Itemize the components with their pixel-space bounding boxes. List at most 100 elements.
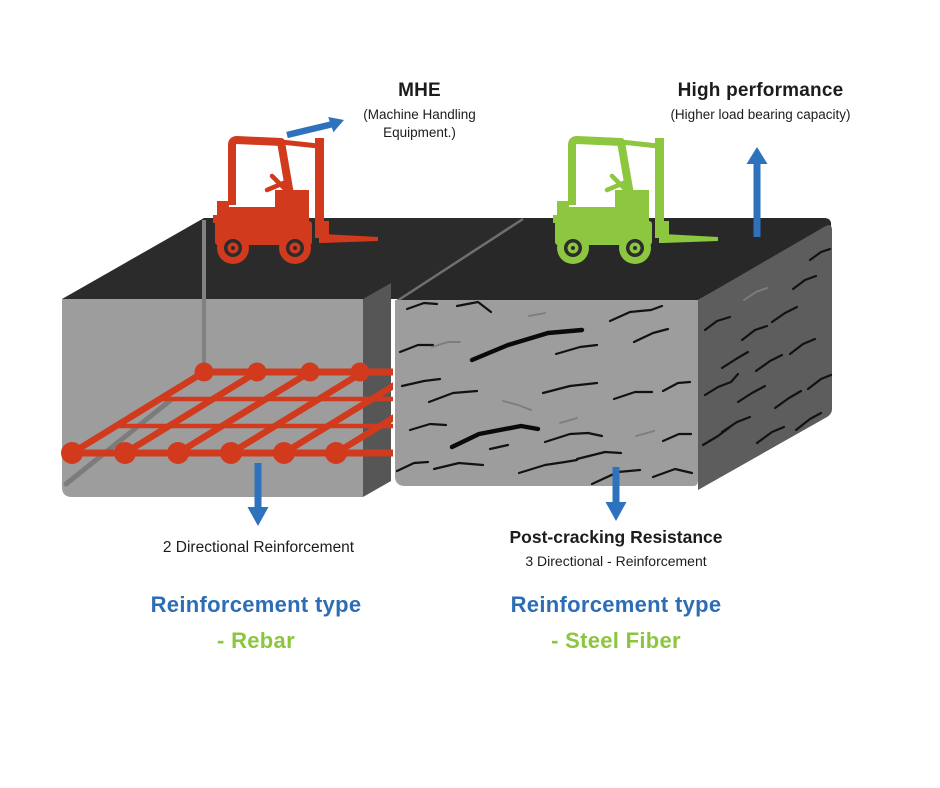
rebar-diagonal <box>280 382 393 457</box>
right-slab-side-face <box>698 225 832 491</box>
right-type-heading: Reinforcement type <box>510 592 722 617</box>
rebar-diagonal <box>68 368 208 457</box>
arrow-up-head <box>746 147 768 164</box>
left-slab-side-face <box>363 283 391 497</box>
left-reinforcement-type: Reinforcement type - Rebar <box>96 592 416 654</box>
forklift-steering <box>609 173 628 192</box>
fiber <box>808 247 832 262</box>
right-slab <box>395 217 833 491</box>
arrow-down-head <box>605 502 627 521</box>
steel-fibers-side <box>701 247 833 447</box>
fiber <box>773 389 803 410</box>
mhe-arrow <box>286 117 344 139</box>
fiber <box>559 417 578 424</box>
fiber <box>703 315 732 332</box>
rebar-node <box>350 362 370 382</box>
fiber <box>635 430 655 437</box>
fiber <box>661 380 692 393</box>
mhe-label: MHE (Machine Handling Equipment.) <box>337 80 502 142</box>
arrow-down-head <box>247 507 269 526</box>
rebar-node <box>273 442 295 464</box>
fiber <box>703 372 740 397</box>
rebar-diagonal <box>174 368 314 457</box>
forklift-carriage <box>664 221 669 237</box>
rebar-diagonal <box>332 414 393 457</box>
forklift-deck <box>229 207 279 223</box>
forklift-mast <box>315 138 324 238</box>
right-result-title: Post-cracking Resistance <box>509 527 723 547</box>
rebar-node <box>114 442 136 464</box>
fiber <box>806 373 833 391</box>
forklift-counterweight <box>553 215 561 223</box>
fiber <box>517 458 579 475</box>
forklift-mast <box>655 138 664 238</box>
high-performance-subtitle: (Higher load bearing capacity) <box>670 107 851 122</box>
fiber <box>431 341 461 348</box>
left-result-caption: 2 Directional Reinforcement <box>162 539 355 556</box>
right-result-arrow <box>605 467 627 521</box>
forklift-engine <box>275 190 309 223</box>
right-slab-top-face <box>397 218 832 300</box>
fiber <box>632 327 670 344</box>
mhe-subtitle: (Machine Handling Equipment.) <box>363 107 476 140</box>
right-result-subtitle: 3 Directional - Reinforcement <box>525 553 707 569</box>
forklift-cab-top-bar <box>280 139 319 149</box>
fiber <box>608 304 664 323</box>
fiber <box>788 337 817 356</box>
forklift-icon <box>213 136 378 264</box>
rebar-node <box>61 442 83 464</box>
forklift-wheel-axle <box>293 246 297 250</box>
fiber <box>770 305 799 324</box>
fiber <box>720 350 750 370</box>
forklift-fork-blade <box>663 234 718 243</box>
mhe-title: MHE <box>398 80 441 101</box>
rebar-mesh <box>61 362 393 464</box>
fiber <box>740 324 769 342</box>
fiber <box>541 381 599 395</box>
fiber <box>651 467 694 479</box>
forklift-icon <box>553 136 718 264</box>
forklift-engine <box>615 190 649 223</box>
rebar-diagonal <box>121 368 261 457</box>
forklift-deck <box>569 207 619 223</box>
performance-arrow <box>746 147 768 237</box>
fiber <box>395 460 430 473</box>
left-type-value: - Rebar <box>217 628 295 653</box>
forklift-cab-top-bar <box>620 139 659 149</box>
rebar-node <box>220 442 242 464</box>
forklift-steering <box>264 179 289 193</box>
fiber <box>405 301 439 311</box>
fiber <box>661 432 693 443</box>
fiber <box>575 450 623 461</box>
rebar-node <box>167 442 189 464</box>
left-slab <box>61 218 526 497</box>
forklift-wheel-axle <box>633 246 637 250</box>
fiber <box>427 389 479 404</box>
right-slab-top-edge <box>396 217 524 303</box>
forklift-counterweight <box>213 215 221 223</box>
fiber <box>398 343 435 354</box>
steel-fibers-front <box>395 300 694 486</box>
rebar-node <box>194 362 214 382</box>
fiber <box>791 274 818 291</box>
fiber <box>743 287 768 301</box>
high-performance-label: High performance (Higher load bearing ca… <box>663 80 858 124</box>
fiber <box>488 443 510 451</box>
left-result-arrow <box>247 463 269 526</box>
rebar-node <box>325 442 347 464</box>
right-reinforcement-type: Reinforcement type - Steel Fiber <box>456 592 776 654</box>
arrow-right-icon <box>286 121 332 139</box>
fiber <box>408 422 448 432</box>
forklift-steering <box>604 179 629 193</box>
fiber <box>528 312 546 317</box>
forklift-cab-frame <box>568 136 636 207</box>
fiber <box>543 431 604 444</box>
fiber <box>754 353 784 373</box>
rebar-node <box>247 362 267 382</box>
forklift-wheel-axle <box>231 246 235 250</box>
fiber <box>502 400 532 411</box>
forklift-fork-blade <box>323 234 378 243</box>
fiber <box>469 327 585 363</box>
